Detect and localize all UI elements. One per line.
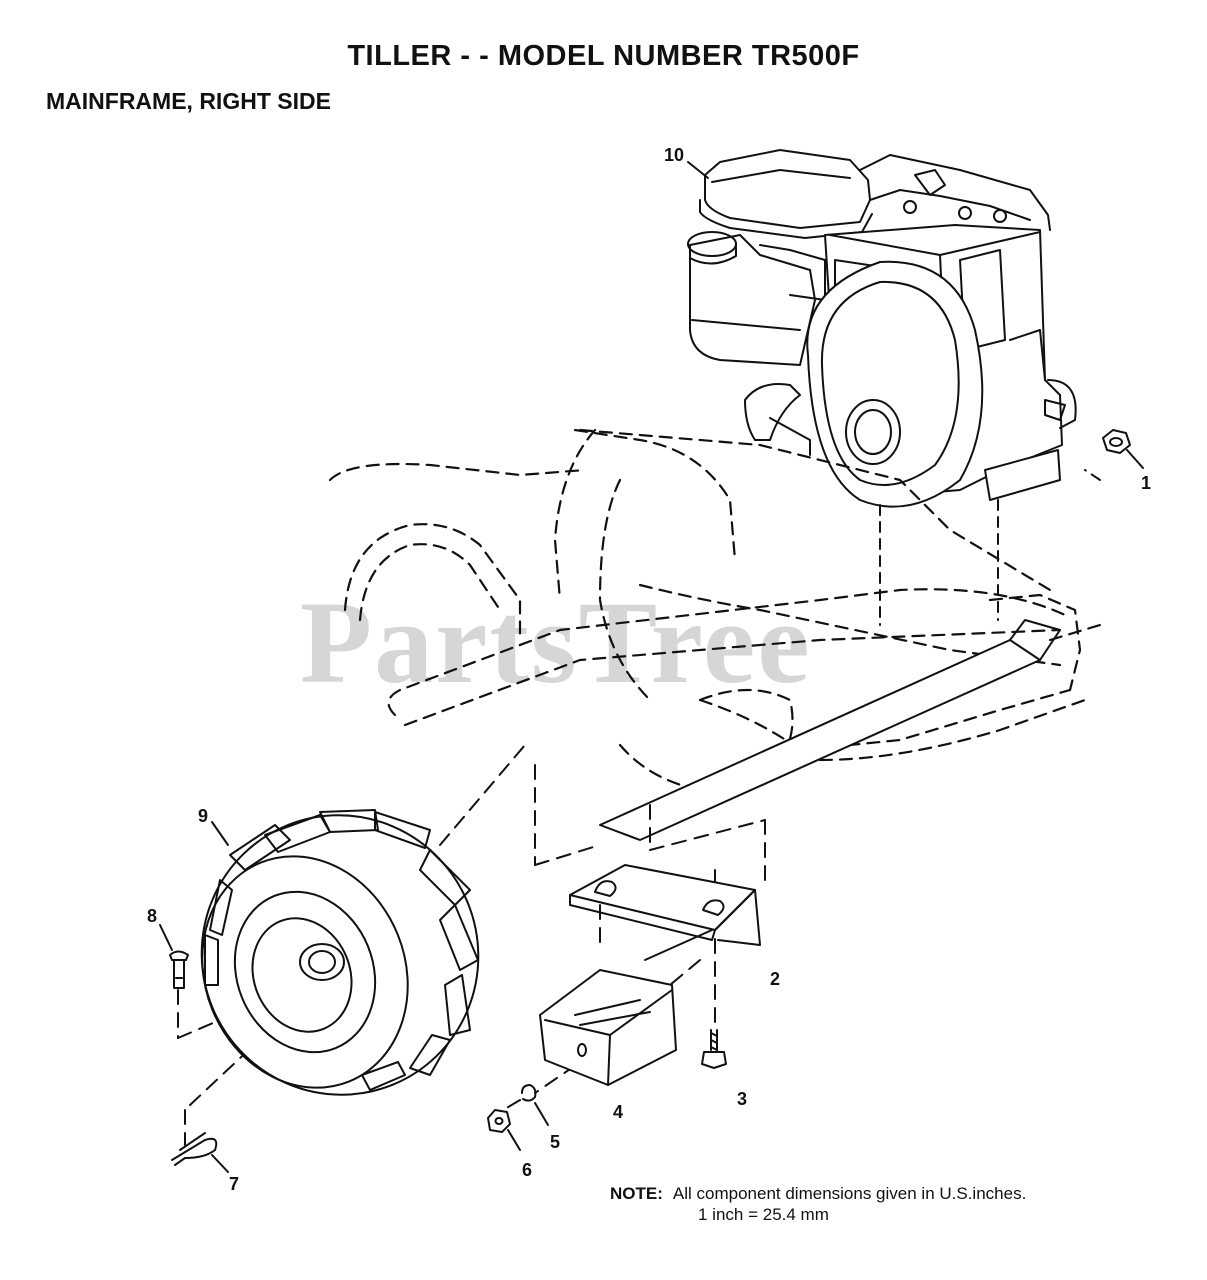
section-subtitle: MAINFRAME, RIGHT SIDE <box>46 88 331 114</box>
nut-6-drawing <box>487 1109 521 1151</box>
callout-6: 6 <box>522 1160 533 1180</box>
weight-drawing <box>539 969 677 1086</box>
wheel-drawing <box>200 809 480 1096</box>
callout-4: 4 <box>613 1102 624 1122</box>
watermark: PartsTree <box>300 577 812 708</box>
bolt-drawing <box>701 1029 727 1069</box>
dimension-note: NOTE: All component dimensions given in U… <box>610 1183 1026 1226</box>
engine-drawing <box>687 149 1077 508</box>
page-title: TILLER - - MODEL NUMBER TR500F <box>347 40 860 72</box>
nut-1-drawing <box>1102 429 1144 469</box>
bracket-drawing <box>569 864 761 946</box>
callout-8: 8 <box>147 906 158 926</box>
callout-1: 1 <box>1141 473 1152 493</box>
lock-washer-drawing <box>521 1084 549 1126</box>
hairpin-clip-drawing <box>171 1132 229 1173</box>
clevis-pin-drawing <box>159 924 189 989</box>
note-line-1: All component dimensions given in U.S.in… <box>672 1184 1027 1203</box>
note-label: NOTE: <box>610 1184 663 1203</box>
frame-tube-drawing <box>599 619 1061 841</box>
callout-2: 2 <box>770 969 781 989</box>
callout-5: 5 <box>550 1132 561 1152</box>
note-line-2: 1 inch = 25.4 mm <box>698 1205 829 1225</box>
callout-10: 10 <box>664 145 685 165</box>
callout-3: 3 <box>737 1089 748 1109</box>
callout-9: 9 <box>198 806 209 826</box>
callout-7: 7 <box>229 1174 240 1194</box>
